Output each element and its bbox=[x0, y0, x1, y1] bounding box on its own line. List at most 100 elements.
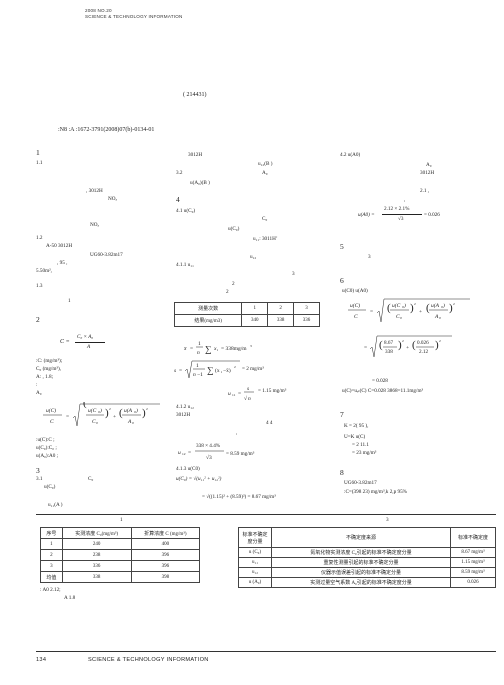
svg-text:(: ( bbox=[412, 339, 416, 351]
std-result: = 2 mg/m³ bbox=[242, 366, 264, 372]
svg-text:): ) bbox=[135, 407, 138, 414]
svg-text:0: 0 bbox=[400, 316, 402, 320]
svg-text:0: 0 bbox=[96, 421, 98, 425]
svg-text:): ) bbox=[403, 302, 406, 309]
table-cell: 396 bbox=[130, 549, 201, 561]
svg-text:2: 2 bbox=[453, 302, 455, 306]
section-3-heading: 3 bbox=[36, 466, 40, 475]
section-4-1: 4.1 u(C₀) bbox=[176, 208, 196, 214]
table-row: 1 240 400 bbox=[40, 538, 201, 550]
mid-two: 2 bbox=[232, 281, 235, 287]
svg-text:u(A: u(A bbox=[124, 407, 133, 414]
table-cell: u (A₀) bbox=[238, 577, 272, 588]
table-header: 实测浓度 C₀(mg/m³) bbox=[61, 527, 132, 539]
svg-text:u: u bbox=[228, 391, 231, 397]
svg-text:1: 1 bbox=[196, 363, 199, 369]
svg-text:= 338mg/m: = 338mg/m bbox=[221, 346, 247, 352]
svg-text:x: x bbox=[213, 346, 217, 352]
svg-text:u(C): u(C) bbox=[46, 407, 56, 414]
table-cell: 336 bbox=[61, 560, 132, 572]
expanded-uk3: = 23 mg/m³ bbox=[352, 450, 377, 456]
svg-text:u(C: u(C bbox=[88, 407, 97, 414]
left-text: 1 bbox=[68, 298, 71, 304]
svg-text:2: 2 bbox=[109, 407, 111, 411]
svg-text:2: 2 bbox=[414, 302, 416, 306]
table-row: u (A₀) 实测过量空气系数 A₀引起的标准不确定度分量 0.026 bbox=[238, 577, 496, 588]
svg-text:+: + bbox=[419, 309, 422, 315]
mid-3012h: 3012H bbox=[176, 412, 191, 418]
sqrt3: √3 bbox=[398, 216, 404, 222]
definition-a0: A₀ bbox=[36, 390, 42, 396]
svg-text:(: ( bbox=[379, 339, 383, 351]
definition-c: :C: (mg/m³); bbox=[36, 358, 63, 364]
svg-text:C: C bbox=[396, 314, 400, 320]
svg-text:A: A bbox=[127, 419, 132, 425]
header-issue: 2008 NO.20 bbox=[85, 8, 112, 13]
svg-text:u(C: u(C bbox=[392, 302, 401, 309]
section-4-1-3: 4.1.3 u(C0) bbox=[176, 466, 200, 472]
svg-text:i: i bbox=[221, 370, 222, 374]
coverage-k: K = 2( 95 ), bbox=[344, 423, 369, 429]
ua0-label: u(A0) = bbox=[358, 212, 375, 218]
table-row: 2 238 396 bbox=[40, 549, 201, 561]
section-1-2: 1.2 bbox=[36, 235, 43, 241]
footer-divider bbox=[36, 651, 496, 652]
mid-a0: A₀ bbox=[262, 170, 268, 176]
footer-journal: SCIENCE & TECHNOLOGY INFORMATION bbox=[88, 657, 209, 663]
uncertainty-uc: :u(C):C ; bbox=[36, 437, 55, 443]
svg-text:(: ( bbox=[119, 407, 123, 419]
svg-text:11: 11 bbox=[232, 393, 236, 397]
right-a0: A₀ bbox=[426, 162, 432, 168]
conclusion-2: :C=(398 23) mg/m³,k 2,p 95% bbox=[344, 489, 407, 495]
svg-text:u: u bbox=[178, 450, 181, 456]
section-4-1-1: 4.1.1 u₁₁ bbox=[176, 262, 194, 268]
table1-title: 1 bbox=[120, 517, 123, 523]
left-text: 5.50m², bbox=[36, 268, 52, 274]
table-row: u (C₀) 氮氧化物实测浓度 C₀引起的标准不确定度分量 8.67 mg/m³ bbox=[238, 547, 496, 558]
table3: 标准不确定度分量 不确定度来源 标准不确定度 u (C₀) 氮氧化物实测浓度 C… bbox=[238, 527, 496, 588]
svg-text:x̄: x̄ bbox=[183, 346, 187, 352]
conclusion-1: UG60-3.82m17 bbox=[344, 480, 377, 486]
table-cell: 336 bbox=[293, 314, 320, 327]
svg-text:0: 0 bbox=[441, 305, 443, 309]
svg-text:): ) bbox=[142, 407, 146, 419]
svg-text:): ) bbox=[442, 302, 445, 309]
svg-text:=: = bbox=[364, 345, 367, 351]
formula-c0a0: C₀ × A₀ bbox=[77, 334, 94, 340]
table-cell: 338 bbox=[61, 571, 132, 583]
svg-text:0: 0 bbox=[134, 410, 136, 414]
svg-text:=: = bbox=[188, 450, 191, 456]
section-6-heading: 6 bbox=[340, 276, 344, 285]
expanded-uk2: = 2 11.1 bbox=[352, 442, 369, 448]
table-row: 3 336 396 bbox=[40, 560, 201, 572]
uncertainty-ua0: u(A₀):A0 ; bbox=[36, 453, 59, 459]
section-1-3: 1.3 bbox=[36, 283, 43, 289]
svg-text:(: ( bbox=[83, 402, 87, 409]
table-cell: 338 bbox=[267, 314, 295, 327]
svg-text:(x: (x bbox=[215, 367, 220, 374]
table-header: 不确定度来源 bbox=[271, 527, 451, 548]
table-cell: 重复性测量引起的标准不确定分量 bbox=[271, 557, 451, 568]
table-header: 标准不确定度分量 bbox=[238, 527, 272, 548]
table-cell: 结果(mg/m3) bbox=[173, 314, 243, 327]
svg-text:2: 2 bbox=[234, 365, 236, 369]
table1: 序号 实测浓度 C₀(mg/m³) 折算浓度 C (mg/m³) 1 240 4… bbox=[40, 527, 201, 583]
table-cell: u (C₀) bbox=[238, 547, 272, 558]
table-cell: 1.15 mg/m³ bbox=[450, 557, 496, 568]
den2: 2.12 bbox=[419, 349, 429, 355]
svg-text:): ) bbox=[398, 339, 402, 351]
definition-a: A: , 1.8; bbox=[36, 374, 54, 380]
svg-text:0: 0 bbox=[98, 410, 100, 414]
u12-result: = 8.59 mg/m³ bbox=[226, 451, 255, 457]
section-1-1: 1.1 bbox=[36, 160, 43, 166]
mid-text: 3012H bbox=[188, 152, 203, 158]
uc0-formula: u(C₀) = √(u₁₁² + u₁₂²) bbox=[176, 476, 222, 482]
table-cell: 8.59 mg/m³ bbox=[450, 567, 496, 578]
svg-text:u(C): u(C) bbox=[350, 302, 360, 309]
table-row: u₁₁ 重复性测量引起的标准不确定分量 1.15 mg/m³ bbox=[238, 557, 496, 568]
svg-text:−x̄): −x̄) bbox=[223, 367, 231, 374]
definition-colon: : bbox=[36, 382, 38, 388]
svg-text:i: i bbox=[217, 348, 218, 352]
